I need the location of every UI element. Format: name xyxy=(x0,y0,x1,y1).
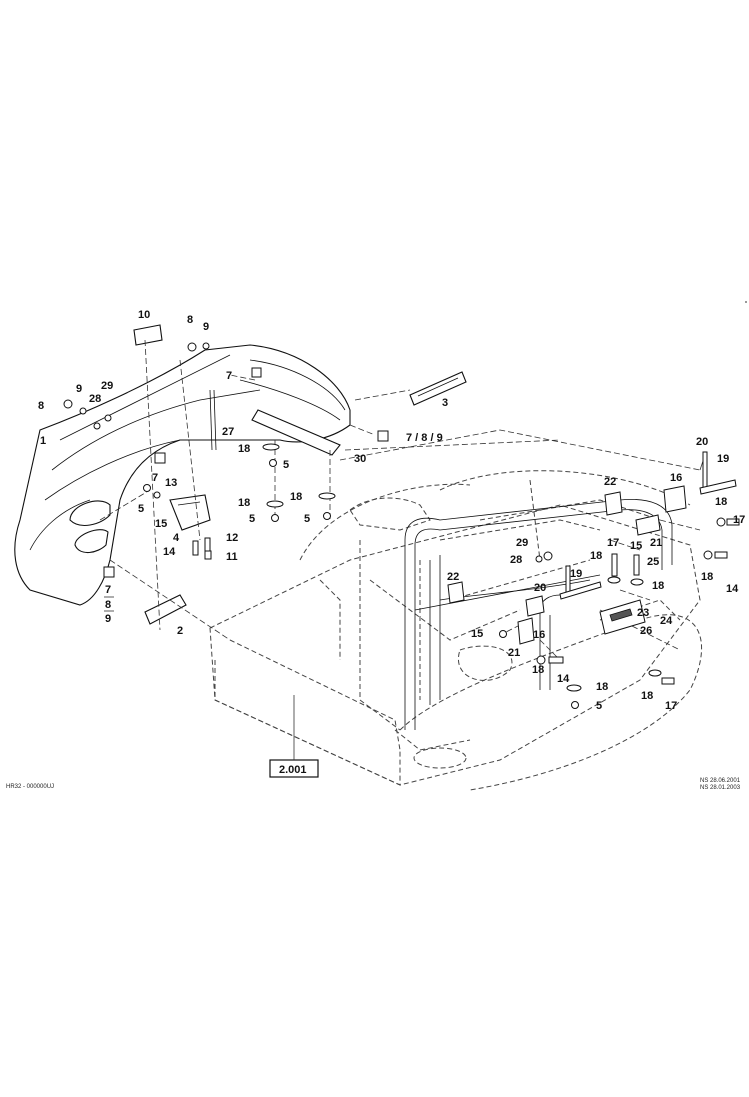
callout-20-center: 20 xyxy=(534,582,546,594)
callout-18-top-2: 18 xyxy=(238,497,250,509)
callout-18-bottom-3: 18 xyxy=(641,690,653,702)
callout-18-right-4: 18 xyxy=(701,571,713,583)
base-frame xyxy=(209,470,703,791)
callout-5-center: 5 xyxy=(249,513,255,525)
callout-17-center: 17 xyxy=(607,537,619,549)
callout-15-right: 15 xyxy=(630,540,642,552)
callout-7-bottom: 7 xyxy=(105,584,111,596)
callout-15-left: 15 xyxy=(155,518,167,530)
callout-13: 13 xyxy=(165,477,177,489)
callout-16-right: 16 xyxy=(670,472,682,484)
callout-11: 11 xyxy=(226,551,238,563)
callout-22-right: 22 xyxy=(604,476,616,488)
callout-24: 24 xyxy=(660,615,673,627)
callout-10: 10 xyxy=(138,309,150,321)
callout-labels: 1 2 3 4 5 5 5 5 5 7 7 7 / 8 / 9 7 8 9 8 … xyxy=(38,309,745,712)
callout-4: 4 xyxy=(173,532,180,544)
callout-1: 1 xyxy=(40,435,46,447)
callout-5-left: 5 xyxy=(138,503,144,515)
callout-30: 30 xyxy=(354,453,366,465)
footer-date-2: NS 28.01.2003 xyxy=(700,785,741,791)
callout-5-center-top: 5 xyxy=(283,459,289,471)
callout-29-center: 29 xyxy=(516,537,528,549)
callout-9-top: 9 xyxy=(203,321,209,333)
footer: HR32 - 000000UJ NS 28.06.2001 NS 28.01.2… xyxy=(6,778,741,791)
callout-14-bottom: 14 xyxy=(557,673,570,685)
callout-9-bottom: 9 xyxy=(105,613,111,625)
callout-7-left: 7 xyxy=(152,472,158,484)
callout-18-top-1: 18 xyxy=(238,443,250,455)
callout-16-bottom: 16 xyxy=(533,629,545,641)
callout-19-center: 19 xyxy=(570,568,582,580)
reference-box: 2.001 xyxy=(269,695,319,778)
callout-18-bottom-2: 18 xyxy=(596,681,608,693)
callout-5-center-right: 5 xyxy=(304,513,310,525)
callout-18-bottom-1: 18 xyxy=(532,664,544,676)
callout-9-left: 9 xyxy=(76,383,82,395)
callout-7-8-9: 7 / 8 / 9 xyxy=(406,432,443,444)
footer-date-1: NS 28.06.2001 xyxy=(700,778,741,784)
callout-18-right-2: 18 xyxy=(590,550,602,562)
callout-28-left: 28 xyxy=(89,393,101,405)
reference-box-label: 2.001 xyxy=(279,764,307,776)
callout-23: 23 xyxy=(637,607,649,619)
callout-7-top: 7 xyxy=(226,370,232,382)
callout-8-bottom: 8 xyxy=(105,599,111,611)
callout-14-right: 14 xyxy=(726,583,739,595)
callout-17-bottom: 17 xyxy=(665,700,677,712)
callout-28-center: 28 xyxy=(510,554,522,566)
callout-12: 12 xyxy=(226,532,238,544)
callout-18-right-3: 18 xyxy=(652,580,664,592)
hardware xyxy=(63,342,740,709)
callout-20-right: 20 xyxy=(696,436,708,448)
callout-21-right: 21 xyxy=(650,537,662,549)
callout-18-right-1: 18 xyxy=(715,496,727,508)
callout-8-top: 8 xyxy=(187,314,193,326)
callout-2: 2 xyxy=(177,625,183,637)
callout-22-center: 22 xyxy=(447,571,459,583)
callout-17-right: 17 xyxy=(733,514,745,526)
callout-14-left: 14 xyxy=(163,546,176,558)
callout-3: 3 xyxy=(442,397,448,409)
callout-19-right: 19 xyxy=(717,453,729,465)
callout-29-left: 29 xyxy=(101,380,113,392)
callout-26: 26 xyxy=(640,625,652,637)
footer-code: HR32 - 000000UJ xyxy=(6,784,54,790)
callout-15-bottom: 15 xyxy=(471,628,483,640)
callout-25: 25 xyxy=(647,556,659,568)
callout-8-left: 8 xyxy=(38,400,44,412)
callout-5-bottom-right: 5 xyxy=(596,700,602,712)
callout-18-top-3: 18 xyxy=(290,491,302,503)
callout-21-bottom: 21 xyxy=(508,647,520,659)
callout-27: 27 xyxy=(222,426,234,438)
fender-assembly xyxy=(14,324,467,625)
